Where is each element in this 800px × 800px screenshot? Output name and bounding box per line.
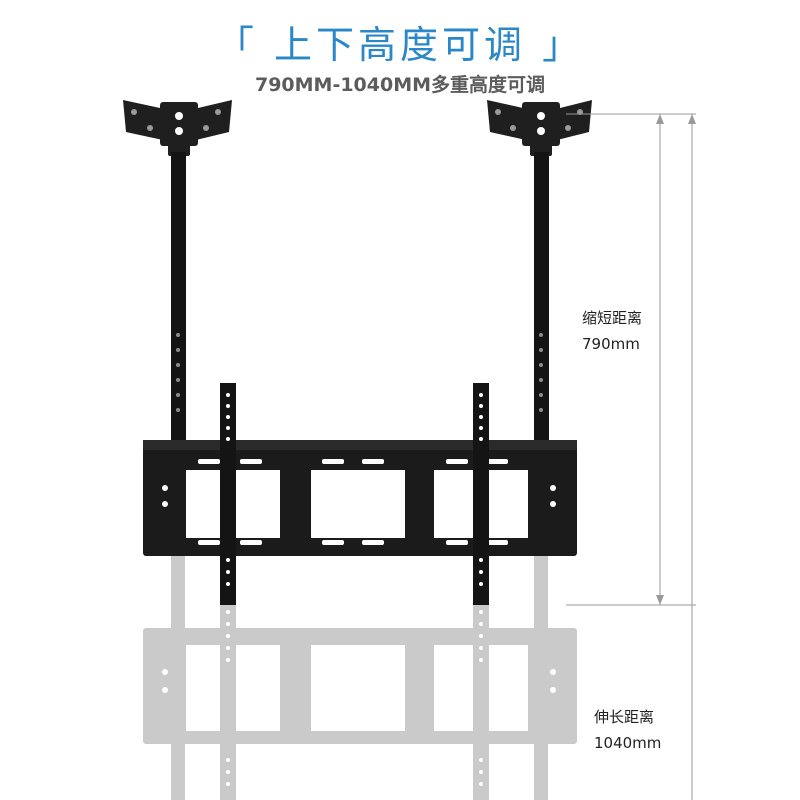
ceiling-bracket-right — [487, 100, 592, 156]
short-distance-name: 缩短距离 — [582, 309, 643, 327]
page-subtitle: 790MM-1040MM多重高度可调 — [254, 74, 546, 96]
long-distance-name: 伸长距离 — [594, 708, 655, 726]
short-distance-value: 790mm — [582, 335, 640, 353]
ceiling-bracket-left — [123, 100, 232, 156]
page-title: 「 上下高度可调 」 — [215, 23, 585, 67]
long-distance-label: 伸长距离 1040mm — [594, 704, 661, 756]
short-distance-label: 缩短距离 790mm — [582, 305, 642, 357]
pole-left — [171, 152, 186, 452]
long-distance-value: 1040mm — [594, 734, 662, 752]
pole-right — [534, 152, 549, 452]
dimension-lines — [566, 113, 696, 800]
tv-arm-right — [473, 383, 489, 605]
retracted-mount — [123, 100, 592, 605]
tv-arm-left — [220, 383, 236, 605]
